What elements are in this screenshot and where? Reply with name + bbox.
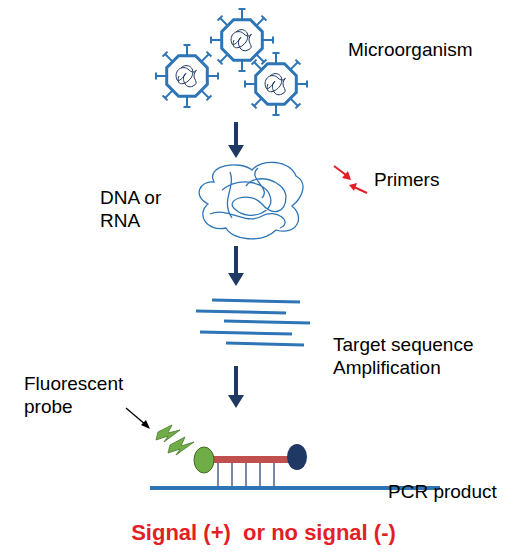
caption: Signal (+) or no signal (-) bbox=[0, 520, 527, 546]
label: Fluorescent probe bbox=[24, 372, 136, 418]
label: Target sequence Amplification bbox=[333, 333, 508, 379]
label: Primers bbox=[374, 168, 474, 191]
label: Microorganism bbox=[348, 38, 518, 61]
virus-icon bbox=[156, 45, 218, 107]
dna-tangle bbox=[199, 162, 303, 239]
leader-arrow bbox=[126, 408, 150, 429]
fluorophore bbox=[194, 447, 214, 473]
virus-icon bbox=[211, 9, 273, 71]
virus-icon bbox=[245, 53, 307, 115]
primer-arrow bbox=[349, 183, 367, 193]
primer-arrow bbox=[334, 166, 351, 180]
amplicon-lines bbox=[196, 300, 310, 345]
flow-arrow bbox=[228, 366, 244, 408]
label: PCR product bbox=[388, 480, 518, 503]
label: DNA or RNA bbox=[100, 186, 172, 232]
flow-arrow bbox=[228, 122, 244, 158]
probe-bar bbox=[205, 456, 293, 486]
flow-arrow bbox=[228, 246, 244, 286]
fluorescence-bolt bbox=[156, 425, 194, 455]
quencher bbox=[287, 444, 307, 470]
